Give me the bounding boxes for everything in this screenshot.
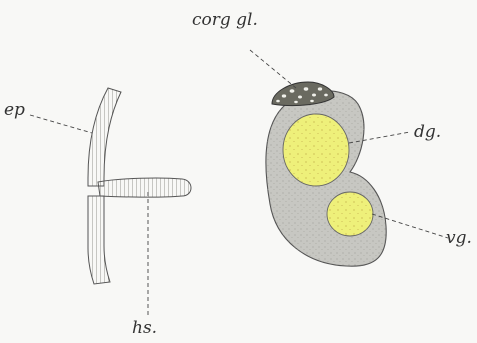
label-vg: vg. <box>446 230 472 247</box>
label-hs: hs. <box>132 320 157 337</box>
dorsal-ganglion <box>283 114 349 186</box>
label-dg: dg. <box>414 124 441 141</box>
ventral-ganglion <box>327 192 373 236</box>
epidermis-tube <box>88 88 191 284</box>
label-ep: ep <box>4 102 25 119</box>
leader-ep <box>30 115 92 133</box>
leader-cor-gl <box>250 50 296 88</box>
label-cor-gl: corg gl. <box>192 12 258 29</box>
corpus-glandulare <box>272 82 334 106</box>
